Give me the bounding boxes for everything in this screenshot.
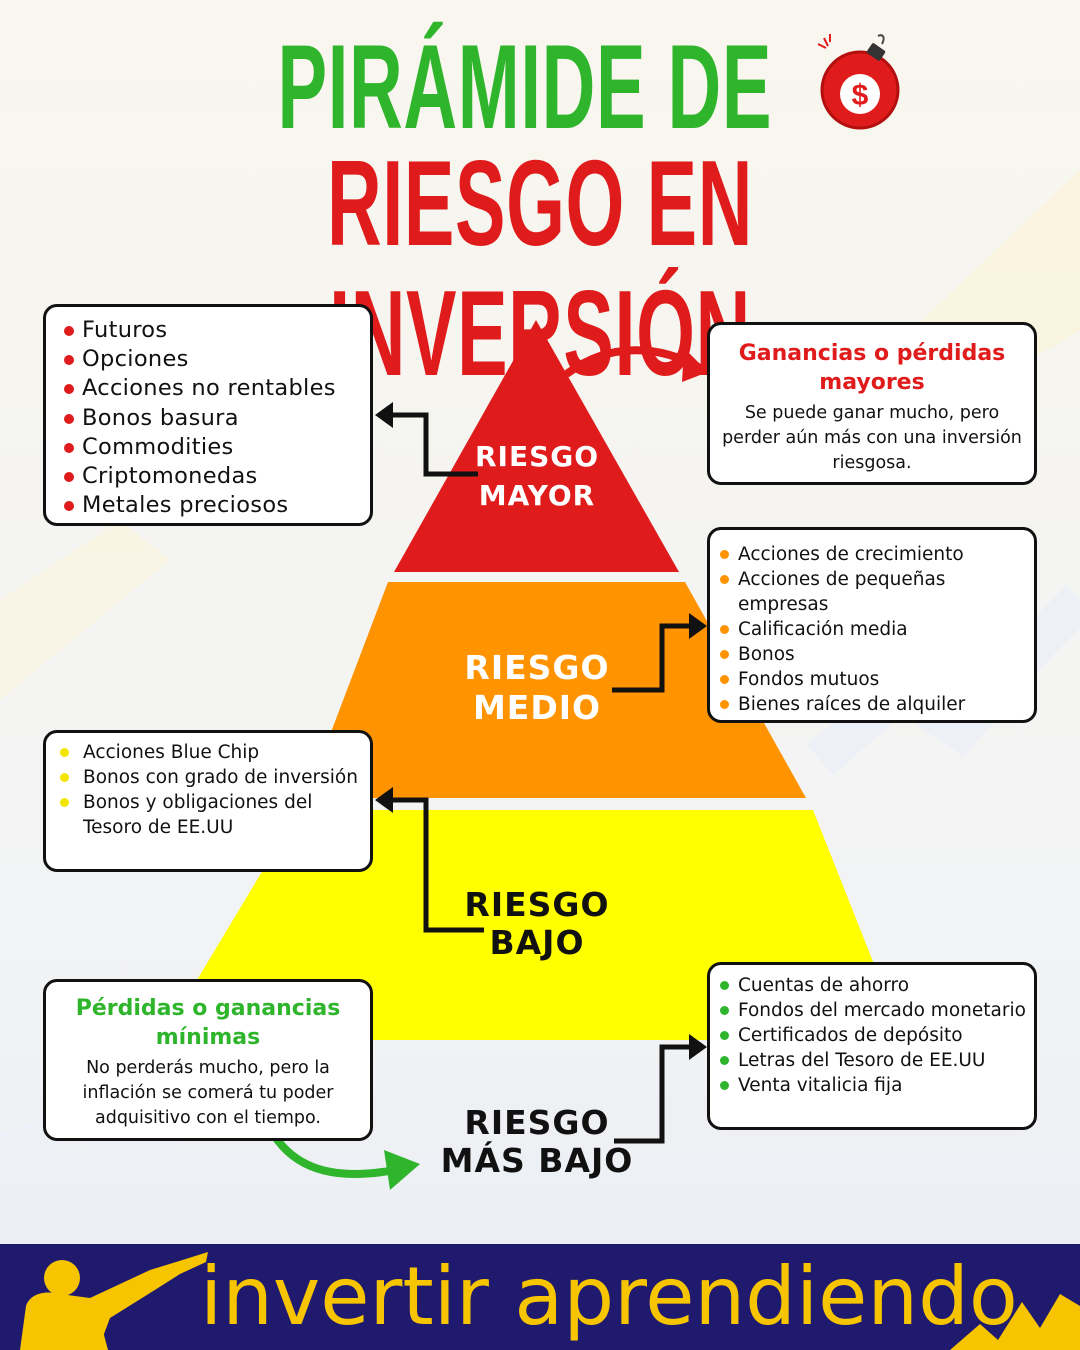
connector-low-left — [392, 797, 484, 933]
level-label-top: RIESGO MAYOR — [437, 437, 637, 515]
high-risk-note-box: Ganancias o pérdidas mayores Se puede ga… — [707, 322, 1037, 485]
list-item: Bienes raíces de alquiler — [718, 692, 1028, 717]
arrowhead-middle-right — [689, 613, 707, 639]
list-item: Bonos con grado de inversión — [58, 765, 364, 790]
list-item: Bonos basura — [62, 404, 360, 433]
level-low-line1: RIESGO — [464, 885, 610, 924]
list-item: Futuros — [62, 316, 360, 345]
level-middle-line2: MEDIO — [472, 688, 602, 727]
list-item: Calificación media — [718, 617, 1028, 642]
lowest-risk-list: Cuentas de ahorro Fondos del mercado mon… — [718, 973, 1028, 1098]
medium-risk-list-box: Acciones de crecimiento Acciones de pequ… — [707, 527, 1037, 723]
arrowhead-low-left — [375, 787, 393, 813]
list-item: Bonos y obligaciones del Tesoro de EE.UU — [58, 790, 364, 840]
connector-top-left — [392, 412, 478, 477]
connector-lowest-right — [614, 1044, 690, 1144]
high-risk-list-box: Futuros Opciones Acciones no rentables B… — [43, 304, 373, 526]
arrowhead-top-left — [375, 402, 393, 428]
list-item: Bonos — [718, 642, 1028, 667]
level-top-line1: RIESGO — [474, 440, 600, 473]
list-item: Letras del Tesoro de EE.UU — [718, 1048, 1028, 1073]
brand-name: invertir aprendiendo — [200, 1250, 1018, 1343]
list-item: Cuentas de ahorro — [718, 973, 1028, 998]
pyramid-tier-top — [394, 320, 679, 572]
high-risk-note-text: Se puede ganar mucho, pero perder aún má… — [722, 403, 1022, 473]
list-item: Acciones de pequeñas empresas — [718, 567, 1028, 617]
list-item: Fondos mutuos — [718, 667, 1028, 692]
list-item: Fondos del mercado monetario — [718, 998, 1028, 1023]
list-item: Acciones Blue Chip — [58, 740, 364, 765]
level-label-middle: RIESGO MEDIO — [437, 648, 637, 728]
level-top-line2: MAYOR — [478, 479, 596, 512]
red-arrowhead — [682, 348, 708, 382]
level-low-line2: BAJO — [489, 923, 585, 962]
list-item: Acciones no rentables — [62, 374, 360, 403]
lowest-risk-note-heading: Pérdidas o ganancias mínimas — [75, 996, 341, 1050]
list-item: Opciones — [62, 345, 360, 374]
list-item: Venta vitalicia fija — [718, 1073, 1028, 1098]
title-line-1: PIRÁMIDE DE — [277, 20, 773, 154]
green-arrowhead — [384, 1150, 420, 1190]
list-item: Commodities — [62, 433, 360, 462]
connector-middle-right — [612, 623, 690, 693]
list-item: Criptomonedas — [62, 462, 360, 491]
pointing-man-icon — [20, 1252, 208, 1350]
dollar-sign: $ — [852, 79, 869, 112]
medium-risk-list: Acciones de crecimiento Acciones de pequ… — [718, 542, 1028, 717]
level-label-low: RIESGO BAJO — [437, 886, 637, 962]
level-middle-line1: RIESGO — [464, 648, 610, 687]
list-item: Metales preciosos — [62, 491, 360, 520]
list-item: Certificados de depósito — [718, 1023, 1028, 1048]
lowest-risk-note-box: Pérdidas o ganancias mínimas No perderás… — [43, 979, 373, 1141]
footer-banner: invertir aprendiendo — [0, 1244, 1080, 1350]
lowest-risk-note-text: No perderás mucho, pero la inflación se … — [82, 1058, 334, 1128]
title-line-2: RIESGO EN INVERSIÓN — [327, 135, 753, 401]
footer-decoration — [20, 1252, 1080, 1350]
pyramid-tier-middle — [306, 582, 806, 798]
green-curved-arrow — [272, 1134, 399, 1178]
list-item: Acciones de crecimiento — [718, 542, 1028, 567]
level-lowest-line1: RIESGO — [464, 1103, 610, 1142]
high-risk-note-heading: Ganancias o pérdidas mayores — [738, 341, 1006, 395]
low-risk-list: Acciones Blue Chip Bonos con grado de in… — [58, 740, 364, 840]
low-risk-list-box: Acciones Blue Chip Bonos con grado de in… — [43, 730, 373, 872]
bomb-dollar-icon: $ — [817, 34, 900, 130]
high-risk-list: Futuros Opciones Acciones no rentables B… — [62, 316, 360, 520]
level-lowest-line2: MÁS BAJO — [440, 1141, 634, 1180]
lowest-risk-list-box: Cuentas de ahorro Fondos del mercado mon… — [707, 962, 1037, 1130]
level-label-lowest: RIESGO MÁS BAJO — [420, 1104, 654, 1180]
zigzag-trend-icon — [950, 1294, 1080, 1350]
arrowhead-lowest-right — [689, 1034, 707, 1060]
